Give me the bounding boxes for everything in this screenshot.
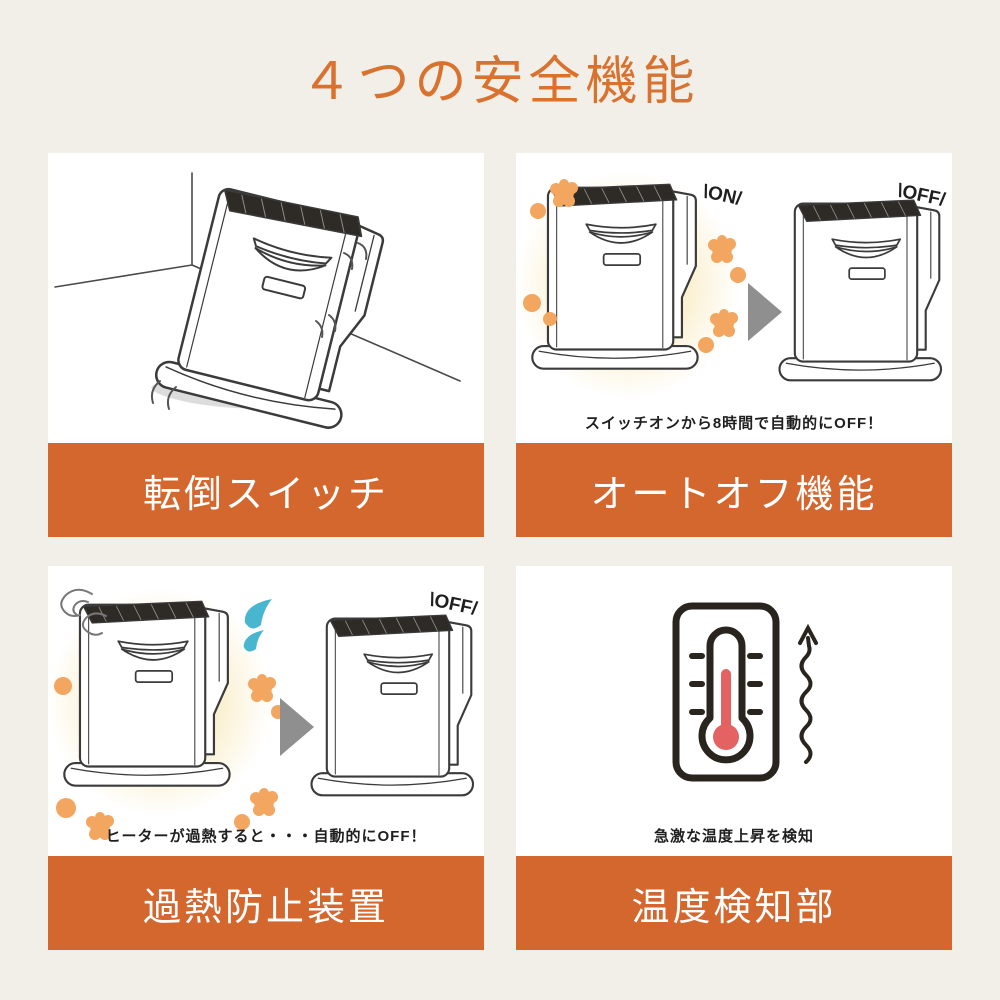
heater-off-icon xyxy=(310,614,475,797)
feature-label: オートオフ機能 xyxy=(590,473,878,516)
feature-caption: ヒーターが過熱すると・・・自動的にOFF！ xyxy=(105,828,427,845)
overheat-illustration: \OFF/ xyxy=(48,588,480,840)
feature-caption: 急激な温度上昇を検知 xyxy=(653,828,814,845)
feature-card-temperature-sensor: 急激な温度上昇を検知 温度検知部 xyxy=(516,566,952,950)
sweat-drops-icon xyxy=(243,599,272,652)
heater-off-icon xyxy=(778,199,943,382)
auto-off-illustration-panel: \ON/ \OFF/ スイッチオンから8時間で自動的にOFF！ xyxy=(516,153,952,443)
feature-banner: 温度検知部 xyxy=(516,856,952,950)
page-title: ４つの安全機能 xyxy=(300,53,700,111)
arrow-right-icon xyxy=(748,283,782,341)
features-grid: 転倒スイッチ xyxy=(48,153,952,950)
feature-label: 転倒スイッチ xyxy=(142,473,389,516)
feature-card-overheat-prevention: \OFF/ ヒーターが過熱すると・・・自動的にOFF！ 過熱防止装置 xyxy=(48,566,484,950)
heat-bubbles-icon xyxy=(54,674,285,840)
arrow-right-icon xyxy=(280,698,314,756)
tilted-heater-icon xyxy=(152,177,391,432)
feature-label: 過熱防止装置 xyxy=(142,886,389,929)
feature-card-auto-off: \ON/ \OFF/ スイッチオンから8時間で自動的にOFF！ オートオフ機能 xyxy=(516,153,952,537)
heater-overheated-icon xyxy=(63,600,231,787)
heat-bubbles-icon xyxy=(523,179,746,353)
thermometer-icon xyxy=(672,602,780,782)
auto-off-illustration: \ON/ \OFF/ xyxy=(516,171,948,399)
temperature-illustration-panel: 急激な温度上昇を検知 xyxy=(516,566,952,856)
steam-icon xyxy=(60,588,107,636)
feature-banner: オートオフ機能 xyxy=(516,443,952,537)
feature-banner: 過熱防止装置 xyxy=(48,856,484,950)
rising-squiggle-arrow-icon xyxy=(798,623,818,764)
overheat-illustration-panel: \OFF/ ヒーターが過熱すると・・・自動的にOFF！ xyxy=(48,566,484,856)
feature-label: 温度検知部 xyxy=(631,886,837,929)
motion-marks-icon xyxy=(150,242,368,410)
feature-caption: スイッチオンから8時間で自動的にOFF！ xyxy=(584,415,884,432)
feature-banner: 転倒スイッチ xyxy=(48,443,484,537)
feature-card-tip-over-switch: 転倒スイッチ xyxy=(48,153,484,537)
heater-on-icon xyxy=(531,183,699,370)
tipped-heater-illustration xyxy=(54,172,461,432)
tip-over-illustration-panel xyxy=(48,153,484,443)
temperature-sensor-illustration xyxy=(672,602,818,782)
